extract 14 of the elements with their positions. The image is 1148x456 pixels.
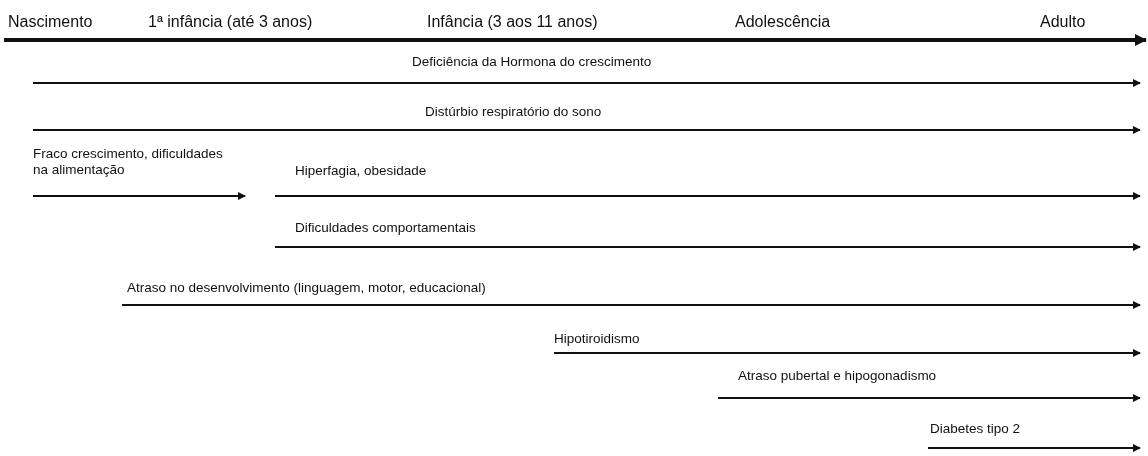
condition-label: Dificuldades comportamentais [295,220,476,236]
condition-label: Diabetes tipo 2 [930,421,1021,437]
stage-label: Adulto [1040,13,1086,31]
condition-label: Atraso pubertal e hipogonadismo [738,368,937,384]
stage-label: Nascimento [8,13,93,31]
condition-label: Hiperfagia, obesidade [295,163,427,179]
stage-label: Infância (3 aos 11 anos) [427,13,598,31]
stage-label: Adolescência [735,13,831,31]
condition-label: Distúrbio respiratório do sono [425,104,602,120]
condition-label: Fraco crescimento, dificuldades na alimentação [33,146,224,178]
stage-label: 1ª infância (até 3 anos) [148,13,313,31]
condition-label: Hipotiroidismo [554,331,640,347]
condition-label: Deficiência da Hormona do crescimento [412,54,652,70]
condition-label: Atraso no desenvolvimento (linguagem, motor, educacional) [127,280,486,296]
